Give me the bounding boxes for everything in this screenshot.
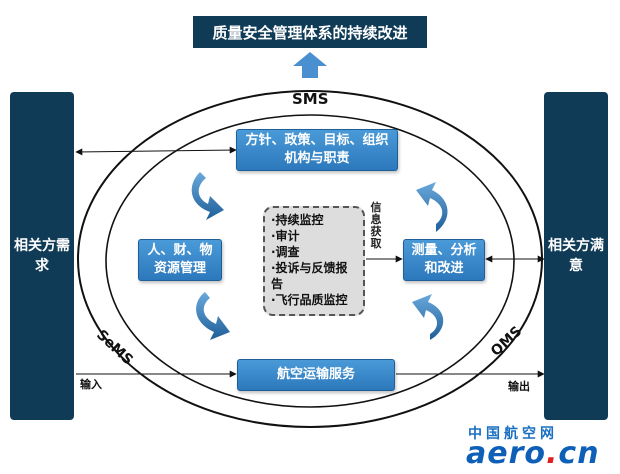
watermark-logo: aero.cn — [466, 436, 600, 471]
air-transport-service-node: 航空运输服务 — [237, 359, 395, 391]
monitoring-item: ·调查 — [271, 245, 300, 259]
monitoring-item: ·飞行品质监控 — [271, 293, 348, 307]
watermark-dot: . — [546, 436, 559, 471]
sms-label: SMS — [292, 90, 329, 108]
policy-node: 方针、政策、目标、组织机构与职责 — [236, 129, 398, 171]
watermark-tld: cn — [558, 436, 600, 471]
stakeholder-needs-pillar: 相关方需求 — [10, 92, 74, 420]
stakeholder-satisfaction-pillar: 相关方满意 — [544, 92, 608, 420]
watermark-cn: 中国航空网 — [468, 426, 558, 442]
info-acquisition-label: 信息获取 — [370, 201, 382, 250]
output-label: 输出 — [508, 380, 530, 393]
resource-node: 人、财、物资源管理 — [138, 239, 222, 281]
watermark-main: aero — [466, 436, 546, 471]
input-label: 输入 — [80, 378, 102, 391]
monitoring-item: ·审计 — [271, 229, 300, 243]
top-banner: 质量安全管理体系的持续改进 — [193, 16, 427, 48]
monitoring-box: ·持续监控 ·审计 ·调查 ·投诉与反馈报告 ·飞行品质监控 — [263, 206, 365, 316]
curve-arrow-top-left-icon — [191, 172, 224, 220]
up-arrow-icon — [293, 52, 327, 78]
monitoring-item: ·持续监控 — [271, 213, 324, 227]
curve-arrow-bottom-right-icon — [412, 294, 444, 340]
arrow-need-to-policy — [75, 146, 237, 156]
curve-arrow-top-right-icon — [416, 182, 448, 232]
monitoring-item: ·投诉与反馈报告 — [271, 261, 348, 291]
curve-arrow-bottom-left-icon — [196, 292, 230, 340]
measurement-node: 测量、分析和改进 — [403, 239, 485, 281]
